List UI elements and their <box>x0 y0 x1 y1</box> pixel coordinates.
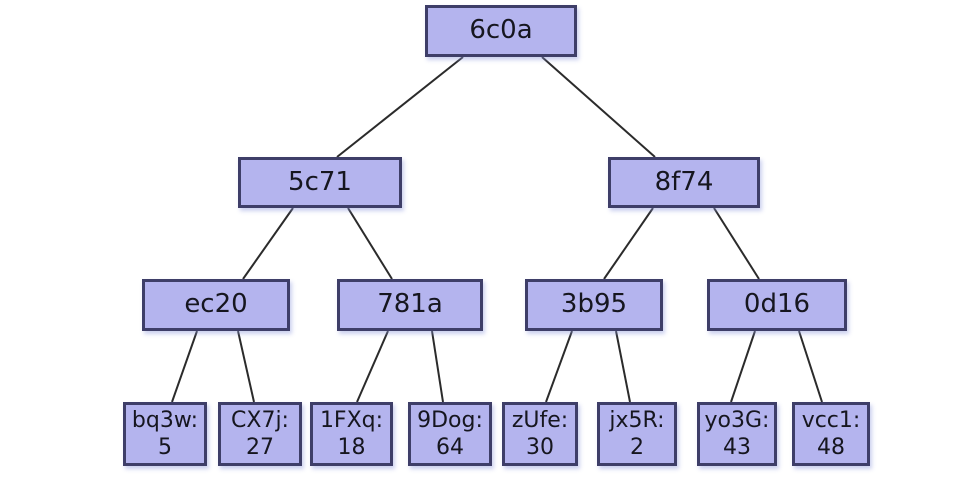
node-label: ec20 <box>184 289 248 320</box>
tree-node-5c71: 5c71 <box>238 157 402 208</box>
tree-edge-3b95-zUfe <box>545 330 573 403</box>
node-label: vcc1: <box>801 407 861 433</box>
tree-edge-5c71-ec20 <box>242 207 294 280</box>
tree-edge-6c0a-8f74 <box>541 56 656 158</box>
node-value: 48 <box>817 435 845 460</box>
node-label: 8f74 <box>654 166 714 197</box>
tree-node-3b95: 3b95 <box>525 279 663 331</box>
tree-edge-781a-9Dog <box>431 330 444 403</box>
node-label: CX7j: <box>231 407 289 433</box>
tree-node-8f74: 8f74 <box>608 157 760 208</box>
tree-edge-0d16-vcc1 <box>798 330 823 403</box>
tree-node-781a: 781a <box>337 279 483 331</box>
tree-node-6c0a: 6c0a <box>425 5 577 57</box>
tree-edge-5c71-781a <box>347 207 393 280</box>
node-label: 1FXq: <box>319 407 384 433</box>
tree-edge-ec20-CX7j <box>237 330 255 403</box>
node-value: 64 <box>436 435 464 460</box>
tree-edge-8f74-3b95 <box>603 207 654 280</box>
node-value: 18 <box>337 435 366 460</box>
node-value: 43 <box>723 435 751 460</box>
tree-edge-6c0a-5c71 <box>336 56 464 158</box>
tree-node-zUfe: zUfe:30 <box>502 402 578 466</box>
node-label: 3b95 <box>560 289 628 320</box>
tree-node-bq3w: bq3w:5 <box>123 402 207 466</box>
node-value: 5 <box>158 435 172 460</box>
node-value: 30 <box>526 435 554 460</box>
tree-node-ec20: ec20 <box>142 279 290 331</box>
tree-node-jx5R: jx5R:2 <box>597 402 677 466</box>
node-label: bq3w: <box>131 407 199 433</box>
node-label: 9Dog: <box>417 407 483 433</box>
tree-node-0d16: 0d16 <box>707 279 847 331</box>
tree-node-9Dog: 9Dog:64 <box>408 402 492 466</box>
tree-edge-781a-1FXq <box>356 330 389 403</box>
node-label: yo3G: <box>704 407 770 433</box>
tree-node-vcc1: vcc1:48 <box>792 402 870 466</box>
node-label: 0d16 <box>743 289 811 320</box>
tree-edge-3b95-jx5R <box>615 330 631 403</box>
tree-edge-0d16-yo3G <box>730 330 756 403</box>
node-value: 27 <box>246 435 274 460</box>
node-label: 5c71 <box>288 166 352 197</box>
node-label: 781a <box>377 289 443 320</box>
node-label: zUfe: <box>511 407 569 433</box>
tree-edge-8f74-0d16 <box>713 207 760 280</box>
tree-edge-ec20-bq3w <box>171 330 198 403</box>
node-value: 2 <box>630 435 644 460</box>
tree-node-1FXq: 1FXq:18 <box>310 402 393 466</box>
node-label: jx5R: <box>609 407 665 433</box>
tree-node-yo3G: yo3G:43 <box>697 402 777 466</box>
tree-node-CX7j: CX7j:27 <box>218 402 302 466</box>
node-label: 6c0a <box>469 15 533 46</box>
